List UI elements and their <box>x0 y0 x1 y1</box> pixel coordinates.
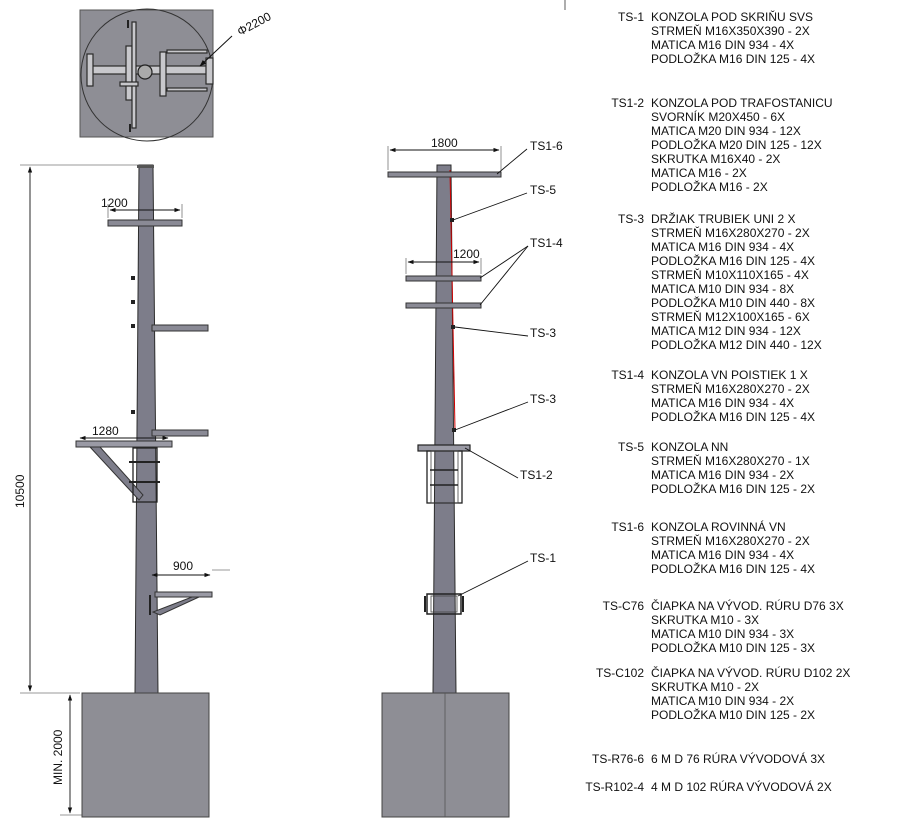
legend-item: PODLOŽKA M16 DIN 125 - 4X <box>651 254 816 268</box>
legend-item: MATICA M10 DIN 934 - 3X <box>651 627 795 641</box>
legend-item: STRMEŇ M16X280X270 - 2X <box>651 226 810 240</box>
legend-item: PODLOŽKA M16 - 2X <box>651 180 768 194</box>
legend-item: KONZOLA ROVINNÁ VN <box>651 520 786 534</box>
callout-ts-5: TS-5 <box>530 183 556 197</box>
legend-item: MATICA M10 DIN 934 - 8X <box>651 282 795 296</box>
legend-part-code: TS-5 <box>617 440 644 454</box>
legend-item: SKRUTKA M10 - 3X <box>651 613 760 627</box>
legend-item: KONZOLA NN <box>651 440 729 454</box>
legend-item: ČIAPKA NA VÝVOD. RÚRU D102 2X <box>651 666 851 680</box>
legend-item: KONZOLA POD TRAFOSTANICU <box>651 96 833 110</box>
legend-item: STRMEŇ M16X350X390 - 2X <box>651 24 810 38</box>
left-crossarm-label: 1200 <box>101 196 128 210</box>
callout-ts1-6: TS1-6 <box>530 139 563 153</box>
legend-item: MATICA M16 DIN 934 - 4X <box>651 548 795 562</box>
callout-ts1-4: TS1-4 <box>530 236 563 250</box>
legend-part-code: TS1-6 <box>611 520 644 534</box>
total-height-label: 10500 <box>13 474 27 508</box>
right-mid-arm-label: 1200 <box>453 247 480 261</box>
right-top-arm-label: 1800 <box>431 136 458 150</box>
legend-part-items: 4 M D 102 RÚRA VÝVODOVÁ 2X <box>651 780 832 794</box>
legend-item: PODLOŽKA M12 DIN 440 - 12X <box>651 338 822 352</box>
top-view: Φ2200 <box>79 8 274 142</box>
legend-part-code: TS-R102-4 <box>585 780 644 794</box>
legend-item: 4 M D 102 RÚRA VÝVODOVÁ 2X <box>651 780 832 794</box>
legend-item: MATICA M16 DIN 934 - 2X <box>651 468 795 482</box>
legend-item: ČIAPKA NA VÝVOD. RÚRU D76 3X <box>651 599 844 613</box>
legend-part-code: TS1-2 <box>611 96 644 110</box>
callout-ts-1: TS-1 <box>530 551 556 565</box>
top-diameter-label: Φ2200 <box>235 9 274 39</box>
legend-item: STRMEŇ M12X100X165 - 6X <box>651 310 810 324</box>
legend-item: PODLOŽKA M20 DIN 125 - 12X <box>651 138 822 152</box>
legend-item: MATICA M16 DIN 934 - 4X <box>651 38 795 52</box>
legend-item: PODLOŽKA M16 DIN 125 - 4X <box>651 562 816 576</box>
legend-item: KONZOLA VN POISTIEK 1 X <box>651 368 808 382</box>
legend-item: MATICA M16 DIN 934 - 4X <box>651 240 795 254</box>
left-lower-bracket-label: 900 <box>173 559 193 573</box>
legend-part-code: TS-C102 <box>595 666 644 680</box>
legend-part-code: TS-3 <box>617 212 644 226</box>
legend-part-code: TS-C76 <box>602 599 644 613</box>
legend-item: MATICA M16 - 2X <box>651 166 747 180</box>
legend-item: DRŽIAK TRUBIEK UNI 2 X <box>651 212 796 226</box>
legend-item: PODLOŽKA M16 DIN 125 - 2X <box>651 482 816 496</box>
left-foundation-block <box>81 692 210 818</box>
callout-ts-3-lower: TS-3 <box>530 392 556 406</box>
legend-part-code: TS-1 <box>617 10 644 24</box>
left-bracket-label: 1280 <box>92 424 119 438</box>
right-elevation: 1800 1200 <box>381 136 563 818</box>
left-elevation: 10500 MIN. 2000 1200 1280 <box>13 164 230 818</box>
callout-ts1-2: TS1-2 <box>520 468 553 482</box>
legend-item: SKRUTKA M16X40 - 2X <box>651 152 781 166</box>
legend-item: PODLOŽKA M16 DIN 125 - 4X <box>651 52 816 66</box>
legend-item: STRMEŇ M16X280X270 - 2X <box>651 534 810 548</box>
legend-item: MATICA M16 DIN 934 - 4X <box>651 396 795 410</box>
legend-part-code: TS-R76-6 <box>591 752 644 766</box>
foundation-depth-label: MIN. 2000 <box>51 729 65 785</box>
legend-item: PODLOŽKA M10 DIN 125 - 2X <box>651 708 816 722</box>
callout-ts-3-upper: TS-3 <box>530 326 556 340</box>
legend-part-code: TS1-4 <box>611 368 644 382</box>
legend-item: MATICA M20 DIN 934 - 12X <box>651 124 801 138</box>
left-pole-shaft <box>134 164 159 694</box>
legend-item: SKRUTKA M10 - 2X <box>651 680 760 694</box>
legend-item: SVORNÍK M20X450 - 6X <box>651 110 786 124</box>
legend-item: MATICA M12 DIN 934 - 12X <box>651 324 801 338</box>
legend-item: STRMEŇ M16X280X270 - 2X <box>651 382 810 396</box>
legend-item: MATICA M10 DIN 934 - 2X <box>651 694 795 708</box>
legend-item: 6 M D 76 RÚRA VÝVODOVÁ 3X <box>651 752 826 766</box>
legend-part-items: 6 M D 76 RÚRA VÝVODOVÁ 3X <box>651 752 825 766</box>
legend-item: KONZOLA POD SKRIŇU SVS <box>651 10 814 24</box>
legend-item: PODLOŽKA M10 DIN 440 - 8X <box>651 296 816 310</box>
right-foundation-block <box>381 692 510 818</box>
legend-item: STRMEŇ M16X280X270 - 1X <box>651 454 810 468</box>
legend-item: STRMEŇ M10X110X165 - 4X <box>651 268 809 282</box>
legend-item: PODLOŽKA M16 DIN 125 - 4X <box>651 410 816 424</box>
legend-item: PODLOŽKA M10 DIN 125 - 3X <box>651 641 816 655</box>
